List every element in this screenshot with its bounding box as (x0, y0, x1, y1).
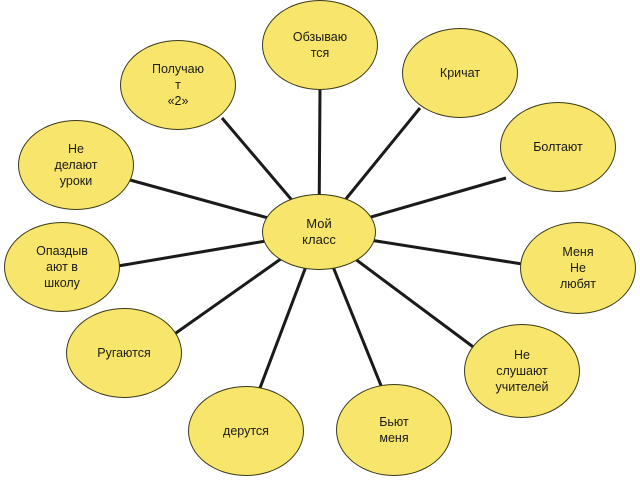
node-label: Бьют меня (379, 415, 409, 445)
node-ne-slushayut-uchiteley: Не слушают учителей (464, 324, 580, 418)
node-label: Ругаются (97, 346, 151, 360)
node-label: Меня Не любят (559, 245, 597, 291)
node-menya-ne-lyubyat: Меня Не любят (520, 222, 636, 314)
node-ne-delayut-uroki: Не делают уроки (18, 120, 134, 210)
node-label: Получаю т «2» (151, 62, 205, 108)
node-label: Не делают уроки (54, 142, 98, 188)
node-label: дерутся (223, 424, 269, 438)
node-byut-menya: Бьют меня (336, 384, 452, 476)
node-krichat: Кричат (402, 28, 518, 118)
node-boltayut: Болтают (500, 102, 616, 192)
node-label: Кричат (439, 66, 481, 80)
node-label: Опаздыв ают в школу (36, 244, 88, 290)
node-opazdyvayut-v-shkolu: Опаздыв ают в школу (4, 222, 120, 312)
node-label: Не слушают учителей (495, 348, 549, 394)
node-poluchayut-2: Получаю т «2» (120, 40, 236, 130)
node-label: Обзываю тся (292, 30, 348, 60)
node-obzyvayutsya: Обзываю тся (262, 0, 378, 90)
center-label: Мой класс (302, 216, 336, 247)
center-node-moy-klass: Мой класс (262, 194, 376, 270)
node-derutsya: дерутся (188, 386, 304, 476)
node-rugayutsya: Ругаются (66, 308, 182, 398)
node-label: Болтают (533, 140, 583, 154)
